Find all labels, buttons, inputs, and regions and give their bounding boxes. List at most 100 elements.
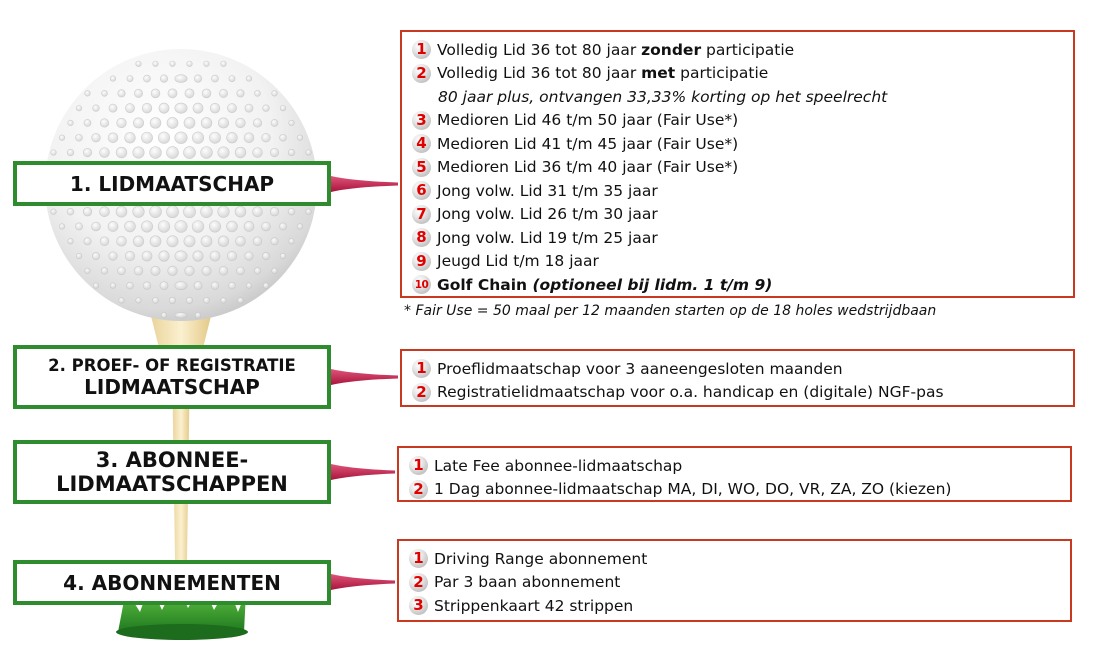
list-item: 2 Volledig Lid 36 tot 80 jaar met partic… — [412, 62, 1065, 86]
ball-dimple — [209, 250, 221, 262]
ball-dimple — [193, 74, 203, 83]
list-item: 4 Medioren Lid 41 t/m 45 jaar (Fair Use*… — [412, 132, 1065, 156]
ball-dimple — [82, 207, 93, 217]
ball-dimple — [92, 282, 100, 289]
ball-dimple — [279, 222, 287, 231]
ball-dimple — [82, 147, 93, 158]
connector-pin — [331, 464, 395, 480]
item-text: Strippenkaart 42 strippen — [434, 596, 634, 615]
ball-dimple — [226, 132, 238, 144]
ball-dimple — [92, 104, 100, 112]
ball-dimple — [99, 147, 110, 158]
ball-dimple — [269, 207, 280, 217]
ball-dimple — [135, 60, 142, 67]
ball-dimple — [252, 118, 263, 128]
ball-dimple — [143, 74, 151, 83]
item-text: Jong volw. Lid 19 t/m 25 jaar — [437, 228, 658, 247]
list-item: 3 Strippenkaart 42 strippen — [409, 594, 1062, 618]
number-ball-icon: 2 — [412, 63, 431, 83]
category-abonnee-lidmaatschappen: 3. ABONNEE- LIDMAATSCHAPPEN — [13, 440, 331, 504]
list-item: 7 Jong volw. Lid 26 t/m 30 jaar — [412, 203, 1065, 227]
ball-dimple — [83, 119, 92, 127]
fair-use-footnote: * Fair Use = 50 maal per 12 maanden star… — [404, 303, 937, 319]
list-item: 1 Driving Range abonnement — [409, 547, 1062, 571]
item-text-bold: met — [641, 64, 676, 83]
ball-dimple — [217, 146, 230, 159]
ball-dimple — [141, 250, 153, 262]
ball-dimple — [192, 250, 204, 262]
category-label: 4. ABONNEMENTEN — [63, 570, 281, 595]
ball-dimple — [135, 297, 142, 304]
ball-dimple — [270, 237, 279, 246]
ball-dimple — [185, 296, 194, 304]
ball-dimple — [133, 117, 144, 129]
ball-dimple — [270, 119, 279, 127]
ball-dimple — [75, 252, 83, 260]
ball-dimple — [160, 312, 168, 319]
ball-dimple — [115, 146, 128, 159]
ball-dimple — [132, 235, 145, 247]
number-ball-icon: 2 — [412, 382, 431, 402]
ball-dimple — [157, 220, 171, 233]
ball-dimple — [107, 221, 119, 232]
ball-dimple — [142, 281, 152, 290]
ball-dimple — [101, 90, 108, 97]
ball-dimple — [262, 252, 270, 260]
ball-dimple — [186, 60, 193, 67]
ball-dimple — [191, 131, 205, 144]
item-text: Jong volw. Lid 26 t/m 30 jaar — [437, 205, 658, 224]
ball-dimple — [218, 266, 229, 276]
ball-dimple — [279, 252, 287, 260]
list-item: 5 Medioren Lid 36 t/m 40 jaar (Fair Use*… — [412, 156, 1065, 180]
ball-dimple — [174, 250, 188, 262]
ball-dimple — [141, 102, 153, 114]
ball-dimple — [108, 103, 118, 113]
ball-dimple — [226, 251, 238, 262]
ball-dimple — [117, 89, 126, 98]
ball-dimple — [210, 281, 220, 290]
list-item: 1 Proeflidmaatschap voor 3 aaneengeslote… — [412, 357, 1065, 381]
ball-dimple — [253, 267, 262, 275]
ball-dimple — [287, 148, 296, 157]
item-text: Medioren Lid 41 t/m 45 jaar (Fair Use*) — [437, 134, 739, 153]
ball-dimple — [167, 265, 178, 276]
ball-dimple — [50, 149, 57, 156]
number-ball-icon: 1 — [409, 456, 428, 476]
ball-dimple — [91, 133, 101, 143]
ball-dimple — [149, 205, 162, 218]
list-item: 2 1 Dag abonnee-lidmaatschap MA, DI, WO,… — [409, 478, 1062, 502]
ball-dimple — [141, 220, 153, 233]
ball-dimple — [117, 266, 126, 276]
ball-dimple — [168, 296, 177, 304]
ball-dimple — [67, 238, 74, 245]
ball-dimple — [150, 265, 161, 276]
ball-dimple — [183, 117, 196, 129]
ball-dimple — [159, 74, 169, 83]
ball-dimple — [75, 222, 83, 231]
category-label-line2: LIDMAATSCHAP — [84, 374, 260, 399]
item-text: Late Fee abonnee-lidmaatschap — [434, 456, 683, 475]
number-ball-icon: 2 — [409, 572, 428, 592]
ball-dimple — [124, 220, 136, 233]
ball-dimple — [159, 281, 169, 291]
ball-dimple — [183, 205, 196, 219]
ball-dimple — [141, 131, 153, 144]
ball-dimple — [91, 221, 101, 232]
list-lidmaatschap: 1 Volledig Lid 36 tot 80 jaar zonder par… — [400, 30, 1075, 298]
connector-pin — [331, 574, 395, 590]
number-ball-icon: 10 — [412, 275, 431, 295]
ball-dimple — [174, 102, 188, 114]
ball-dimple — [174, 312, 188, 319]
ball-dimple — [84, 267, 91, 274]
ball-dimple — [279, 105, 287, 112]
item-text: Proeflidmaatschap voor 3 aaneengesloten … — [437, 359, 843, 378]
item-text: Par 3 baan abonnement — [434, 573, 621, 592]
ball-dimple — [200, 205, 213, 218]
ball-dimple — [262, 104, 270, 112]
ball-dimple — [288, 119, 295, 127]
item-text: Medioren Lid 36 t/m 40 jaar (Fair Use*) — [437, 158, 739, 177]
item-text: Jong volw. Lid 31 t/m 35 jaar — [437, 181, 658, 200]
ball-dimple — [99, 236, 110, 247]
item-text: participatie — [675, 64, 769, 83]
ball-dimple — [174, 220, 188, 233]
